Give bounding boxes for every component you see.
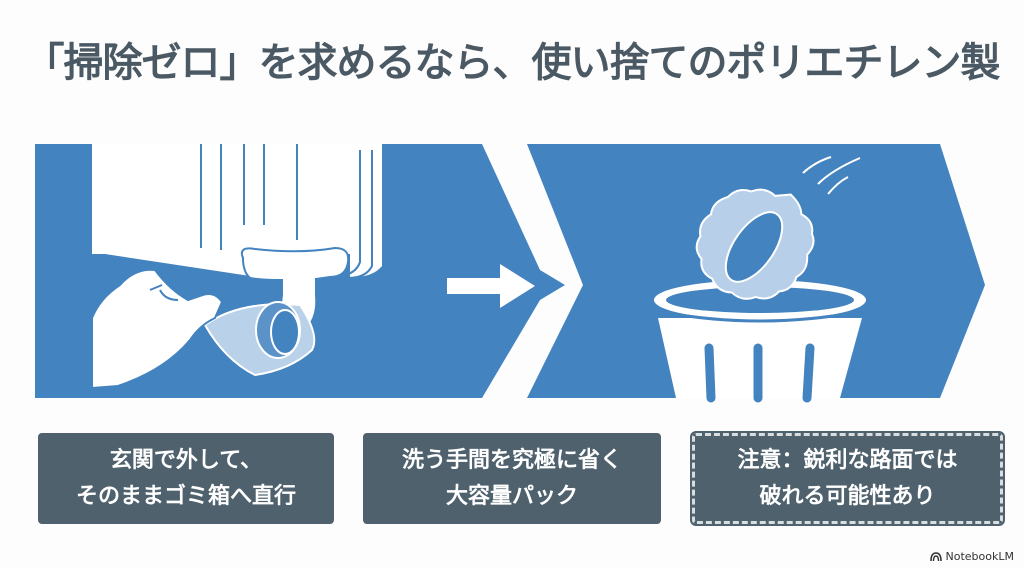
info-box-dispose-directly: 玄関で外して、 そのままゴミ箱へ直行 — [38, 433, 334, 524]
page-title: 「掃除ゼロ」を求めるなら、使い捨てのポリエチレン製 — [24, 40, 1001, 86]
process-banner — [35, 144, 985, 403]
brand-watermark: NotebookLM — [929, 550, 1014, 563]
info-box-line: そのままゴミ箱へ直行 — [75, 483, 296, 509]
info-box-line: 大容量パック — [445, 483, 578, 509]
info-box-line: 玄関で外して、 — [109, 447, 263, 473]
info-box-line: 破れる可能性あり — [759, 483, 936, 509]
right-arrow-icon — [447, 264, 535, 308]
brand-label: NotebookLM — [945, 550, 1014, 563]
info-box-line: 洗う手間を究極に省く — [401, 447, 622, 473]
info-box-line: 注意：鋭利な路面では — [737, 447, 958, 473]
notebooklm-logo-icon — [929, 552, 942, 561]
info-box-caution: 注意：鋭利な路面では 破れる可能性あり — [690, 431, 1005, 526]
hand-removing-caster-cover-icon — [91, 144, 382, 390]
info-box-bulk-pack: 洗う手間を究極に省く 大容量パック — [363, 433, 661, 524]
cover-into-trash-can-icon — [654, 156, 866, 403]
